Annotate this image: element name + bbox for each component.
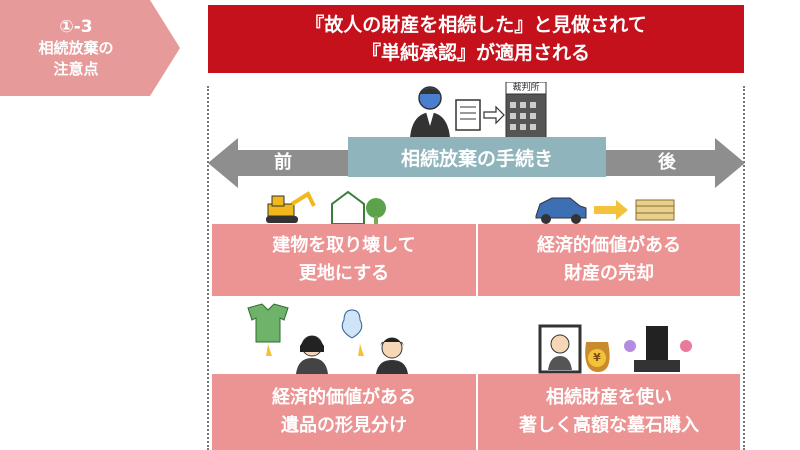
section-tag: ①-3 相続放棄の 注意点	[0, 0, 180, 96]
gravestone-box: 相続財産を使い 著しく高額な墓石購入	[478, 374, 740, 450]
after-label: 後	[658, 152, 676, 173]
title-line-1: 『故人の財産を相続した』と見做されて	[305, 14, 647, 36]
gravestone-illustration: ¥	[536, 320, 696, 376]
yen-symbol: ¥	[593, 351, 601, 364]
section-number: ①-3	[59, 17, 93, 37]
title-line-2: 『単純承認』が適用される	[361, 42, 590, 64]
demolition-illustration	[262, 186, 392, 226]
box-line: 建物を取り壊して	[272, 235, 416, 256]
person-submitting-document-illustration: 裁判所	[408, 81, 548, 140]
box-line: 経済的価値がある	[272, 387, 416, 408]
procedure-box: 相続放棄の手続き	[348, 137, 606, 177]
section-title-line-2: 注意点	[53, 60, 99, 78]
content-frame	[207, 86, 745, 450]
before-arrow: 前	[208, 138, 354, 188]
court-sign: 裁判所	[512, 83, 540, 93]
box-line: 著しく高額な墓石購入	[519, 415, 699, 436]
car-money-illustration	[530, 190, 680, 226]
section-title-line-1: 相続放棄の	[38, 39, 114, 57]
sell-property-box: 経済的価値がある 財産の売却	[478, 224, 740, 296]
heirloom-distribution-illustration	[240, 302, 440, 374]
box-line: 財産の売却	[564, 263, 654, 284]
heirloom-box: 経済的価値がある 遺品の形見分け	[212, 374, 476, 450]
box-line: 経済的価値がある	[537, 235, 681, 256]
before-label: 前	[274, 152, 292, 173]
title-banner: 『故人の財産を相続した』と見做されて 『単純承認』が適用される	[208, 5, 744, 73]
box-line: 更地にする	[298, 263, 390, 284]
after-arrow: 後	[600, 138, 745, 188]
box-line: 遺品の形見分け	[281, 415, 407, 436]
box-line: 相続財産を使い	[546, 387, 672, 408]
demolish-building-box: 建物を取り壊して 更地にする	[212, 224, 476, 296]
